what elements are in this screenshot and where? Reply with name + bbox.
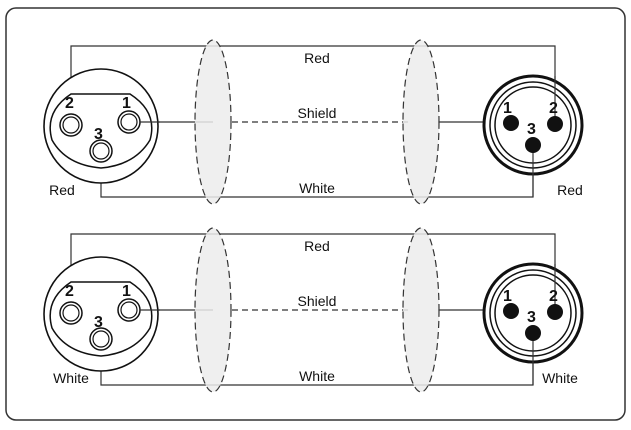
male-pin3-label: 3 [527, 121, 536, 138]
male-pin1-label: 1 [503, 100, 512, 117]
wire-label-top: Red [304, 50, 330, 66]
left-connector-color: White [53, 370, 89, 386]
male-pin2 [547, 304, 563, 320]
female-pin1-label: 1 [122, 283, 131, 300]
male-xlr-connector: 1 2 3 [482, 262, 584, 385]
female-pin2-label: 2 [65, 95, 74, 112]
male-pin2-label: 2 [549, 288, 558, 305]
male-xlr-connector: 1 2 3 [482, 74, 584, 197]
shield-ellipse-left [194, 39, 232, 205]
wire-label-bottom: White [299, 180, 335, 196]
male-pin3-label: 3 [527, 309, 536, 326]
wiring-panel-2: 2 1 3 1 2 3 Red Shield White White White [43, 227, 584, 393]
male-pin3 [525, 325, 541, 341]
male-pin1 [503, 115, 519, 131]
male-pin1-label: 1 [503, 288, 512, 305]
female-xlr-connector: 2 1 3 [43, 68, 160, 184]
wire-label-shield: Shield [298, 105, 337, 121]
male-pin1 [503, 303, 519, 319]
shield-ellipse-right [402, 227, 440, 393]
female-pin2-label: 2 [65, 283, 74, 300]
male-pin2-label: 2 [549, 100, 558, 117]
male-pin3 [525, 137, 541, 153]
wire-label-bottom: White [299, 368, 335, 384]
shield-ellipse-right [402, 39, 440, 205]
shield-ellipse-left [194, 227, 232, 393]
female-pin1-label: 1 [122, 95, 131, 112]
female-pin3-label: 3 [94, 126, 103, 143]
wire-label-shield: Shield [298, 293, 337, 309]
female-pin3-label: 3 [94, 314, 103, 331]
right-connector-color: White [542, 370, 578, 386]
male-pin2 [547, 116, 563, 132]
female-xlr-connector: 2 1 3 [43, 256, 160, 372]
wire-label-top: Red [304, 238, 330, 254]
right-connector-color: Red [557, 182, 583, 198]
wiring-panel-1: 2 1 3 1 2 3 Red Shield White Red Red [43, 39, 584, 205]
left-connector-color: Red [49, 182, 75, 198]
diagram-border [5, 7, 626, 421]
